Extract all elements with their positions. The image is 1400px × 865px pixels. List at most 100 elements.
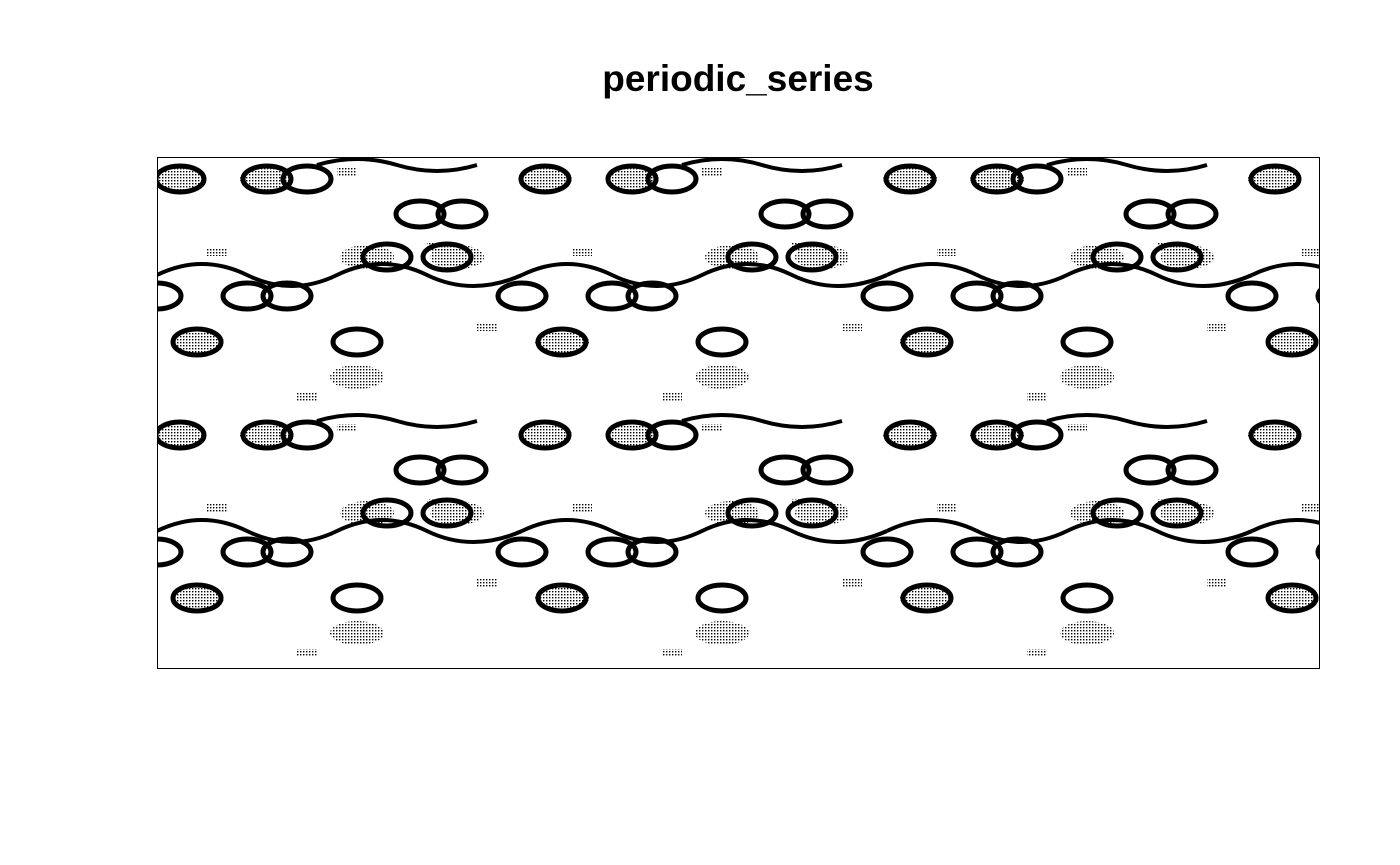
dot-cluster [1207,323,1227,331]
loop-mark [0,585,16,611]
loop-mark [538,841,586,865]
wave-mark [316,413,478,429]
stipple-mark [900,74,954,98]
dot-cluster [572,504,592,512]
stipple-mark [518,423,572,447]
loop-mark [860,536,914,568]
wave-mark [681,413,843,429]
loop-mark [1153,756,1201,782]
loop-mark [133,27,181,53]
loop-mark [625,280,679,312]
stipple-mark [170,330,224,354]
loop-mark [263,795,311,821]
wave-mark [1251,262,1320,277]
dot-cluster [1027,393,1047,401]
loop-mark [758,454,812,486]
loop-mark [588,27,636,53]
loop-mark [498,795,546,821]
loop-mark [1060,326,1114,358]
loop-mark [363,0,411,14]
stipple-mark [605,167,659,191]
dot-cluster [427,243,447,251]
loop-mark [223,795,271,821]
loop-mark [990,536,1044,568]
loop-mark [1165,454,1219,486]
wave-mark [0,776,157,798]
loop-mark [1358,539,1400,565]
dot-cluster [1027,649,1047,657]
dot-cluster [1392,649,1400,657]
loop-mark [886,678,934,704]
dot-cluster [662,393,682,401]
loop-mark [608,678,656,704]
loop-mark [1358,27,1400,53]
stipple-mark [1248,679,1302,703]
dot-cluster [207,248,227,256]
stipple-mark [605,679,659,703]
loop-mark [1063,841,1111,865]
loop-mark [498,27,546,53]
wave-mark [682,671,842,683]
loop-mark [803,713,851,739]
stipple-mark [0,109,19,133]
stipple-mark [1265,586,1319,610]
loop-mark [1013,678,1061,704]
wave-mark [522,8,887,30]
dot-cluster [1302,248,1320,256]
loop-mark [728,756,776,782]
loop-mark [1225,280,1279,312]
wave-mark [316,157,478,173]
loop-mark [521,678,569,704]
dot-cluster [297,649,317,657]
stipple-mark [0,365,19,389]
stipple-mark [795,757,849,781]
loop-mark [1228,795,1276,821]
stipple-mark [430,0,484,13]
loop-mark [333,841,381,865]
loop-mark [625,536,679,568]
loop-mark [260,536,314,568]
stipple-mark [1060,365,1114,389]
loop-mark [495,536,549,568]
loop-mark [993,27,1041,53]
stipple-mark [330,109,384,133]
dot-cluster [207,504,227,512]
wave-mark [157,275,158,278]
loop-mark [1165,198,1219,230]
loop-mark [588,795,636,821]
stipple-mark [1248,423,1302,447]
stipple-mark [153,679,207,703]
loop-mark [396,713,444,739]
dot-cluster [477,579,497,587]
dot-cluster [1157,243,1177,251]
loop-mark [423,0,471,14]
stipple-mark [157,167,207,191]
dot-cluster [297,393,317,401]
loop-mark [330,582,384,614]
stipple-mark [0,245,29,269]
loop-mark [800,198,854,230]
loop-mark [220,280,274,312]
wave-mark [157,776,522,798]
dot-cluster [662,649,682,657]
stipple-mark [1335,679,1389,703]
loop-mark [223,27,271,53]
stipple-mark [1265,74,1319,98]
stipple-mark [883,679,937,703]
dot-cluster [792,499,812,507]
dot-cluster [477,323,497,331]
loop-mark [1060,582,1114,614]
loop-mark [1318,795,1366,821]
stipple-mark [0,621,19,645]
loop-mark [133,795,181,821]
stipple-mark [240,167,294,191]
loop-mark [393,454,447,486]
loop-mark [1378,422,1400,448]
dot-cluster [1067,424,1087,432]
loop-mark [263,27,311,53]
loop-mark [1063,73,1111,99]
stipple-mark [518,679,572,703]
loop-mark [435,454,489,486]
wave-mark [1252,8,1400,30]
wave-mark [1046,413,1208,429]
